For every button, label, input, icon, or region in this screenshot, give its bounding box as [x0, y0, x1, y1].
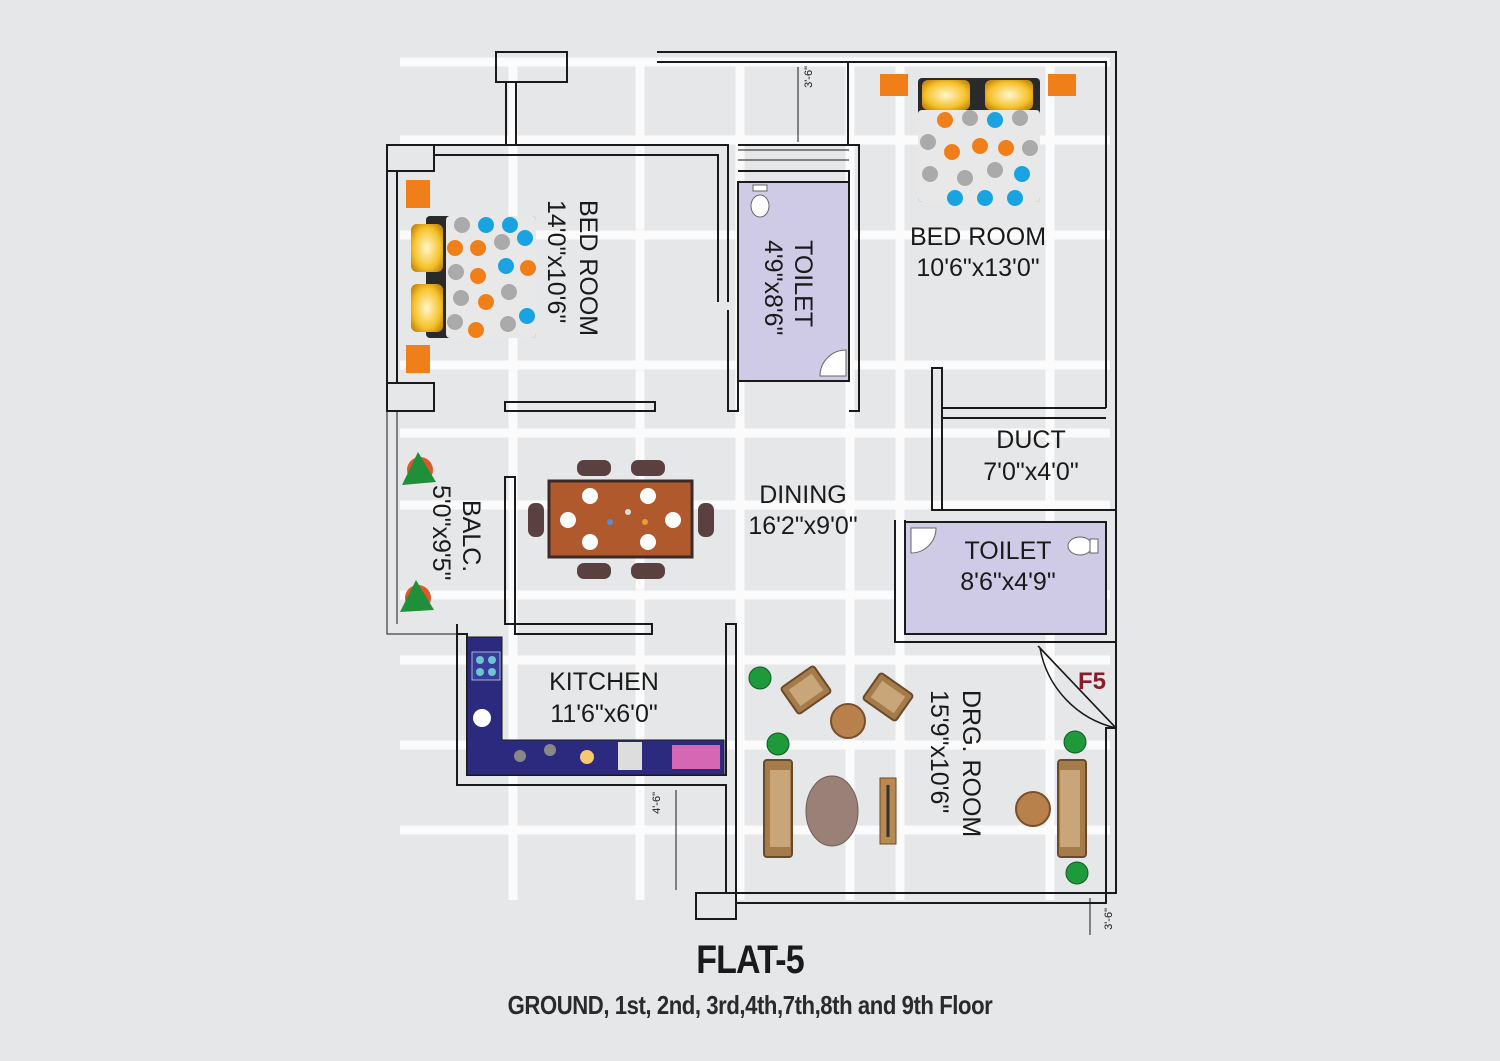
side-table-icon	[1015, 791, 1051, 827]
svg-text:TOILET: TOILET	[789, 240, 817, 327]
svg-text:5'0"x9'5": 5'0"x9'5"	[427, 485, 455, 580]
wc-icon	[750, 184, 1099, 556]
room-label-drawing-room: DRG. ROOM 15'9"x10'6"	[925, 690, 985, 837]
svg-text:14'0"x10'6": 14'0"x10'6"	[542, 200, 570, 323]
shower-icon	[819, 349, 937, 554]
dimension-label: 3'-6"	[803, 66, 815, 88]
room-size-duct: 7'0"x4'0"	[983, 458, 1078, 486]
room-label-duct: DUCT	[996, 426, 1065, 454]
toilet-2-floor	[904, 521, 1107, 635]
coffee-table-icon	[805, 775, 859, 847]
room-label-balcony: BALC. 5'0"x9'5"	[427, 485, 485, 580]
flat-tag: F5	[1078, 668, 1106, 695]
dining-table-icon	[528, 460, 714, 579]
dimension-label: 4'-6"	[651, 792, 663, 814]
dimension-lines	[675, 67, 1091, 935]
room-size-bedroom-2: 10'6"x13'0"	[916, 254, 1039, 282]
room-size-dining: 16'2"x9'0"	[748, 512, 857, 540]
walls	[386, 51, 1117, 920]
room-size-toilet-2: 8'6"x4'9"	[960, 568, 1055, 596]
room-label-toilet-1: TOILET 4'9"x8'6"	[759, 240, 817, 335]
plan-subtitle: GROUND, 1st, 2nd, 3rd,4th,7th,8th and 9t…	[507, 990, 993, 1020]
plan-title: FLAT-5	[696, 938, 804, 982]
svg-text:4'9"x8'6": 4'9"x8'6"	[759, 240, 787, 335]
room-label-kitchen: KITCHEN	[549, 668, 659, 696]
room-label-bedroom-2: BED ROOM	[910, 223, 1046, 251]
sofa-icon	[763, 665, 1087, 858]
side-table-icon	[830, 703, 866, 739]
floor-grid	[400, 57, 1110, 900]
room-label-toilet-2: TOILET	[964, 537, 1051, 565]
kitchen-counter	[466, 636, 725, 776]
plant-icon	[400, 452, 436, 612]
room-label-bedroom-1: BED ROOM 14'0"x10'6"	[542, 200, 602, 336]
room-label-dining: DINING	[759, 481, 847, 509]
svg-text:BALC.: BALC.	[457, 500, 485, 572]
room-size-kitchen: 11'6"x6'0"	[550, 700, 657, 728]
bed-icon	[406, 180, 536, 373]
bed-icon	[880, 74, 1076, 206]
entrance-door-swing	[1038, 645, 1117, 729]
svg-text:BED ROOM: BED ROOM	[574, 200, 602, 336]
plant-icon	[748, 666, 1089, 885]
svg-text:15'9"x10'6": 15'9"x10'6"	[925, 690, 953, 813]
dimension-label: 3'-6"	[1103, 908, 1115, 930]
svg-text:DRG. ROOM: DRG. ROOM	[957, 690, 985, 837]
